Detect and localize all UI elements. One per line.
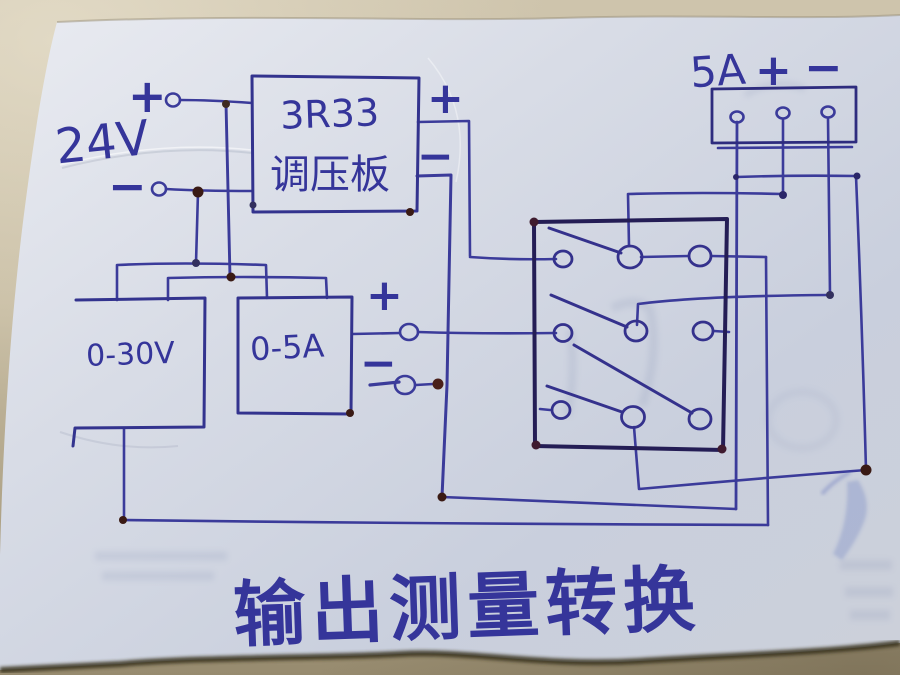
switch-contact [552, 323, 574, 343]
wire-l2-up [764, 255, 770, 527]
output-minus-sign: − [360, 338, 397, 389]
wire-5a-bottom-double [716, 145, 854, 150]
switch-contact [623, 319, 649, 343]
wire-row1-mid-right [639, 254, 691, 259]
ammeter-range-label: 0-5A [249, 326, 325, 368]
switch-contact [620, 405, 646, 429]
voltmeter-box [71, 296, 207, 448]
paper-creases [59, 57, 461, 449]
labels: 24V + − 3R33 调压板 + − 5A + − 0-30V 0-5A +… [53, 40, 843, 657]
wire-reg-out-minus [415, 173, 453, 499]
wire-row2mid-riser [635, 293, 830, 327]
wire-row3mid-down [632, 425, 868, 491]
source-plus-sign: + [128, 69, 167, 123]
switch-arm-row2 [549, 293, 629, 329]
wire-reg-out-plus [416, 119, 558, 261]
voltmeter-range-label: 0-30V [86, 336, 176, 374]
switch-contact [550, 400, 572, 420]
switch-contact [691, 320, 715, 342]
source-voltage-label: 24V [53, 110, 152, 176]
wire-5a-left-branch [734, 174, 868, 472]
wire-5a-left-vertical [734, 120, 739, 511]
output-minus-terminal [393, 374, 417, 396]
switch-contact [552, 249, 574, 269]
source-plus-terminal [164, 92, 182, 108]
wire-minus-terminal-stub [414, 382, 435, 387]
regulator-box [250, 74, 421, 214]
terminal-strip-plus-sign: + [755, 45, 792, 96]
switch-arm-long-diagonal [572, 343, 694, 415]
paper-top-edge-shadow [56, 14, 900, 23]
terminal-strip-label: 5A [688, 45, 747, 98]
terminal-circles [150, 92, 836, 396]
source-minus-terminal [150, 181, 168, 197]
switch-contact [687, 244, 713, 268]
switch-arms [545, 226, 694, 415]
wire-24v-plus [178, 98, 254, 105]
wire-rail-b [166, 275, 329, 302]
wire-rail-l2 [121, 518, 770, 527]
strip-terminal-3 [820, 105, 836, 119]
caption-text: 输出测量转换 [232, 557, 703, 657]
wire-row3-left-stub [538, 407, 552, 412]
regulator-out-plus-sign: + [427, 73, 464, 124]
wire-rail-a [115, 262, 269, 302]
switch-arm-row3 [545, 384, 624, 414]
strip-terminal-2 [775, 106, 791, 120]
junction-dots [119, 100, 872, 524]
regulator-out-minus-sign: − [417, 131, 454, 182]
wire-rail-l1 [440, 495, 738, 511]
strip-terminal-1 [729, 110, 745, 124]
wire-24v-minus [164, 187, 254, 193]
terminal-strip-minus-sign: − [804, 40, 843, 94]
switch-contacts [550, 244, 715, 431]
source-minus-sign: − [108, 159, 147, 213]
wire-24v-minus-drop [194, 190, 200, 265]
switch-arm-row1 [547, 226, 623, 255]
torn-edge-shadow [0, 640, 900, 673]
terminal-strip-box [710, 85, 858, 145]
regulator-name-label: 调压板 [270, 152, 390, 198]
output-plus-sign: + [366, 270, 403, 321]
wire-row1-right-out [709, 254, 768, 259]
output-plus-terminal [398, 322, 420, 342]
regulator-model-label: 3R33 [279, 90, 379, 137]
wire-ammeter-to-plus-terminal [350, 331, 402, 336]
wire-plus-terminal-to-switch [416, 330, 558, 335]
ink-smear [820, 470, 867, 560]
switch-contact [616, 244, 644, 270]
switch-contact [687, 407, 713, 431]
